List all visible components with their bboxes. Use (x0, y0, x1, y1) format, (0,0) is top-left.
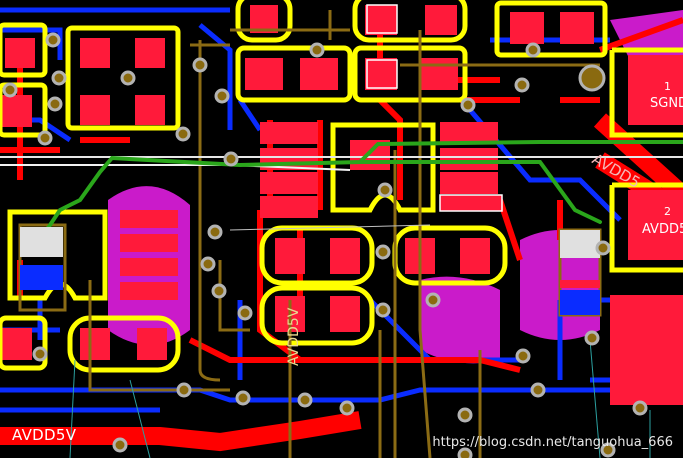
footprint-left (20, 227, 63, 290)
net-label-avdd5v-vertical: AVDD5V (286, 307, 302, 366)
connector-pin2-number: 2 (664, 205, 671, 218)
thin-lines (69, 339, 651, 458)
ratsnest-lines (36, 140, 683, 245)
footprint-right (560, 230, 600, 315)
net-label-avdd5v-bottom: AVDD5V (12, 426, 77, 444)
connector-pin1-net: SGND (650, 96, 683, 111)
watermark: https://blog.csdn.net/tanguohua_666 (432, 435, 673, 450)
large-via (578, 64, 606, 92)
silkscreen-outlines (0, 0, 683, 373)
highlighted-pads (366, 4, 503, 212)
connector-pin1-number: 1 (664, 80, 671, 93)
vias (2, 32, 648, 458)
connector-pin2-net: AVDD5 (642, 222, 683, 237)
